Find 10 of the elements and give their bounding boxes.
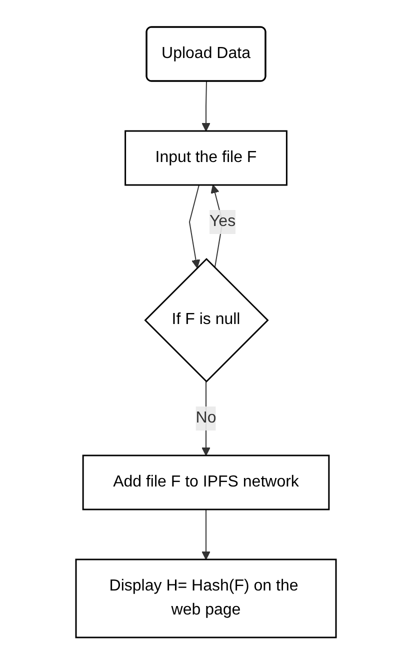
edge-label: Yes bbox=[209, 213, 236, 230]
node-box: Add file F to IPFS network bbox=[82, 454, 330, 510]
node-box: Input the file F bbox=[124, 130, 288, 186]
arrow bbox=[202, 81, 210, 132]
arrow bbox=[188, 184, 200, 268]
node-box: Display H= Hash(F) on the web page bbox=[75, 558, 337, 638]
arrow bbox=[202, 381, 210, 456]
node-diamond: If F is null bbox=[144, 258, 269, 383]
edge-label: No bbox=[196, 410, 216, 427]
arrow bbox=[202, 509, 210, 560]
